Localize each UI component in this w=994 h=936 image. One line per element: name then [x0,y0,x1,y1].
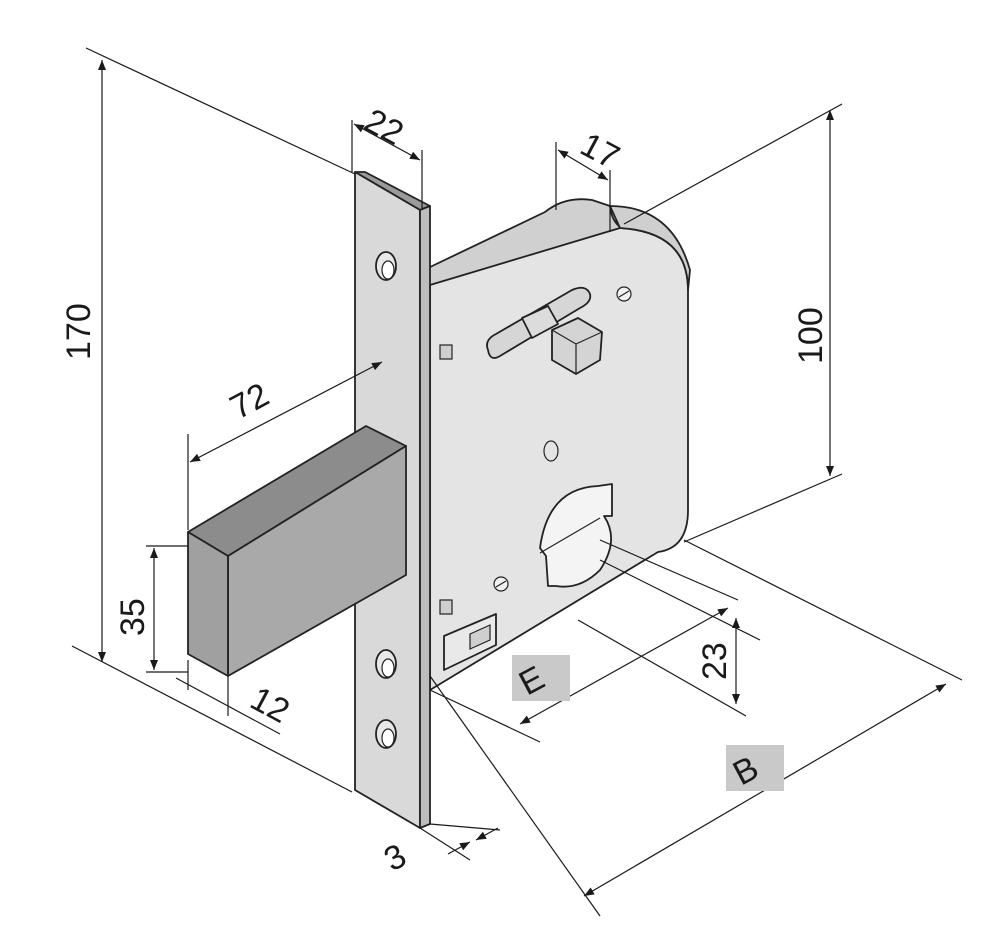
case-notch-bottom [439,599,453,615]
screw-icon [493,576,509,592]
dim-12: 12 [244,680,295,731]
lock-case [427,198,691,691]
faceplate-hole [375,649,397,679]
faceplate-hole [375,719,397,749]
label-e-box [512,655,570,701]
dim-23: 23 [696,642,734,680]
faceplate-hole [375,251,397,281]
hex-nut [521,305,603,375]
dim-72: 72 [224,376,275,427]
dim-17: 17 [574,126,625,177]
case-hole [543,440,559,462]
dim-3: 3 [378,837,413,879]
dim-170: 170 [60,303,98,360]
dim-22: 22 [358,102,409,153]
cylinder-hole [539,483,613,588]
dimension-labels: 170 22 17 100 72 35 12 3 23 [60,102,830,880]
case-side-edge [609,205,691,291]
case-notch-top [439,344,453,360]
bolt-side [187,531,229,677]
faceplate-side [419,205,431,829]
dim-35: 35 [114,598,152,636]
label-e: E [512,655,570,703]
dim-100: 100 [792,307,830,364]
label-b: B [726,745,784,793]
screw-icon [616,286,632,302]
label-b-box [726,745,784,791]
